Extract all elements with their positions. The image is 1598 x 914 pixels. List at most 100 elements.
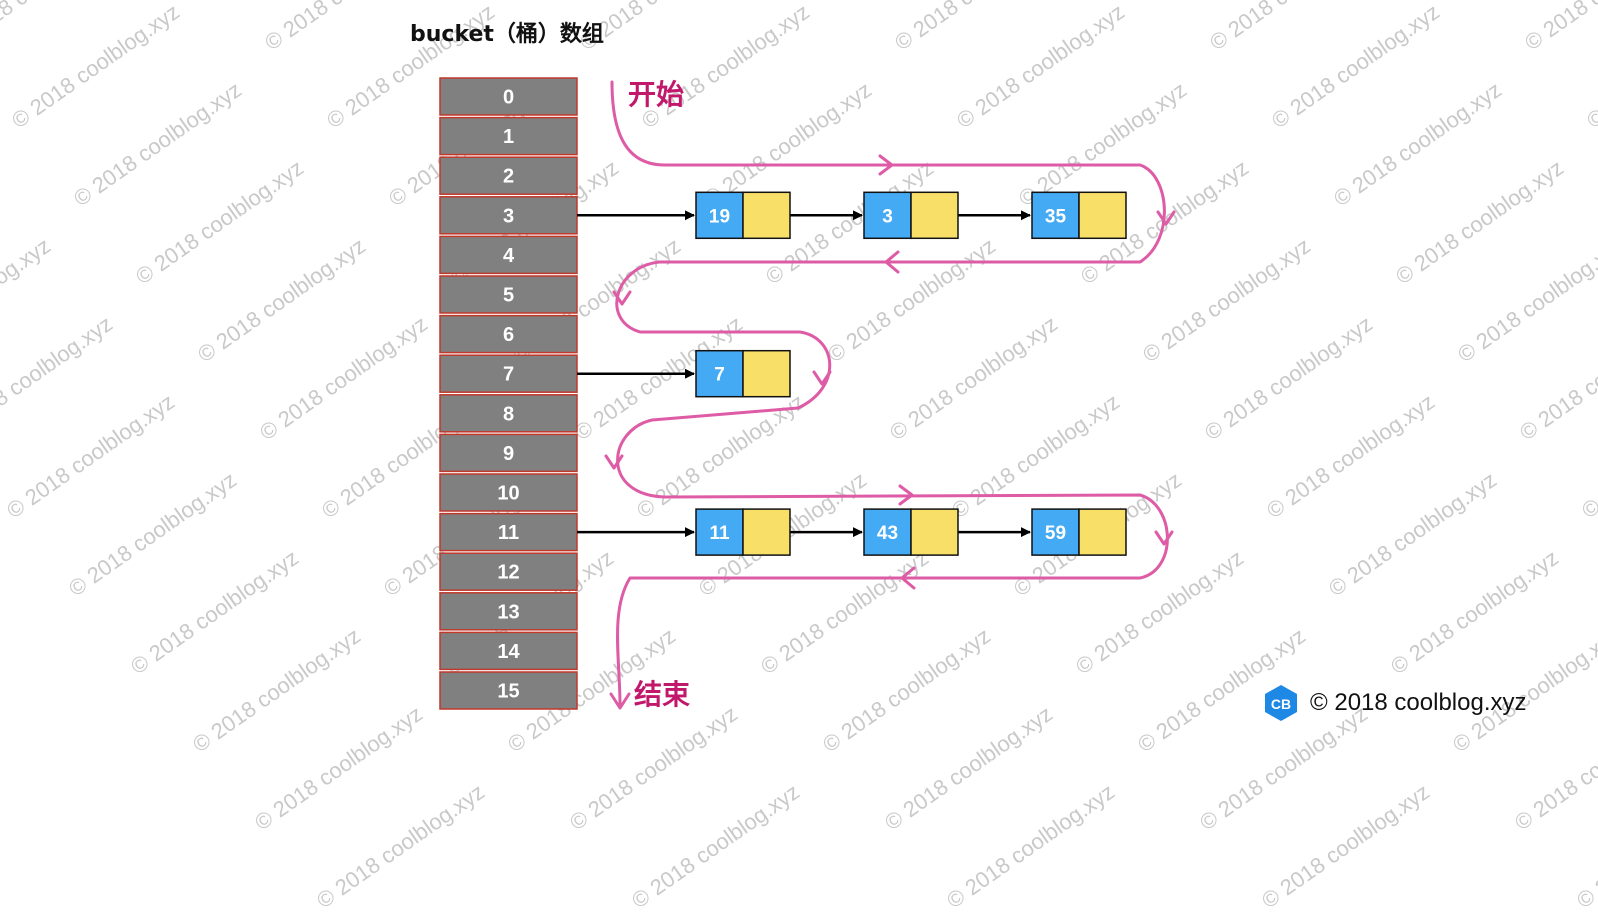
bucket-cell xyxy=(439,394,578,433)
bucket-index-label: 11 xyxy=(498,522,519,544)
bucket-slot: 10 xyxy=(439,473,578,512)
bucket-cell xyxy=(439,354,578,393)
bucket-index-label: 0 xyxy=(503,87,514,109)
node-key-cell xyxy=(695,191,744,240)
watermark-text: © 2018 coolblog.xyz xyxy=(312,778,489,914)
node-value-cell xyxy=(742,508,791,556)
bucket-cell xyxy=(439,631,578,671)
bucket-index-label: 12 xyxy=(497,562,519,584)
chain-node: 7 xyxy=(695,349,791,398)
bucket-index-label: 13 xyxy=(497,601,519,623)
bucket-slot: 6 xyxy=(439,314,578,354)
arrow-head-down-2 xyxy=(612,290,632,306)
node-key-cell xyxy=(695,349,744,398)
chain-node: 11 xyxy=(695,508,791,556)
arrow-head-down-3 xyxy=(812,370,832,386)
bucket-index-label: 6 xyxy=(503,324,514,346)
bucket-cell xyxy=(439,671,578,710)
bucket-cell xyxy=(439,512,578,552)
bucket-slot: 14 xyxy=(439,631,578,671)
bucket-slot: 8 xyxy=(439,394,578,433)
coolblog-logo-icon: CB xyxy=(1265,685,1297,721)
bucket-cell xyxy=(439,473,578,512)
bucket-slot: 7 xyxy=(439,354,578,393)
chain-node: 3 xyxy=(863,191,959,240)
arrow-head-down-end xyxy=(609,692,631,710)
bucket-slot: 4 xyxy=(439,235,578,275)
bucket-cell xyxy=(439,275,578,314)
node-key-label: 3 xyxy=(882,206,893,227)
bucket-slot: 3 xyxy=(439,196,578,235)
chain-node: 35 xyxy=(1031,191,1127,240)
bucket-index-label: 15 xyxy=(497,681,519,703)
bucket-slot: 9 xyxy=(439,433,578,473)
chain-nodes: 19 3 35 7 11 43 59 xyxy=(695,191,1127,556)
bucket-index-label: 7 xyxy=(503,364,514,386)
traversal-path: 开始 结束 xyxy=(604,78,1176,711)
arrow-head-left-1 xyxy=(884,250,900,274)
arrow-head-right-1 xyxy=(878,154,894,176)
bucket-slot: 0 xyxy=(439,77,578,116)
end-label: 结束 xyxy=(634,678,690,711)
chain-node: 19 xyxy=(695,191,791,240)
arrow-head-left-2 xyxy=(900,566,916,590)
bucket-cell xyxy=(439,592,578,631)
bucket-cell xyxy=(439,314,578,354)
bucket-cell xyxy=(439,116,578,156)
watermark-text: © 2018 coolblog.xyz xyxy=(1257,778,1434,914)
bucket-index-label: 2 xyxy=(503,166,514,188)
bucket-slot: 15 xyxy=(439,671,578,710)
node-key-cell xyxy=(1031,191,1080,240)
bucket-index-label: 10 xyxy=(497,483,519,505)
bucket-slot: 2 xyxy=(439,156,578,195)
footer-brand: CB © 2018 coolblog.xyz xyxy=(1262,684,1526,722)
bucket-index-label: 3 xyxy=(503,205,514,227)
node-value-cell xyxy=(910,191,959,240)
arrow-head-down-1 xyxy=(1156,210,1176,226)
bucket-index-label: 14 xyxy=(497,641,520,663)
node-key-label: 19 xyxy=(709,206,730,227)
bucket-slot: 5 xyxy=(439,275,578,314)
arrow-head-right-2 xyxy=(898,484,914,506)
node-key-label: 43 xyxy=(877,523,898,544)
bucket-index-label: 5 xyxy=(503,285,514,307)
node-key-label: 11 xyxy=(709,523,730,544)
bucket-cell xyxy=(439,433,578,473)
chain-links xyxy=(577,210,1031,538)
node-key-label: 7 xyxy=(714,365,725,386)
node-key-cell xyxy=(695,508,744,556)
bucket-cell xyxy=(439,235,578,275)
bucket-slot: 13 xyxy=(439,592,578,631)
node-value-cell xyxy=(742,191,791,240)
bucket-index-label: 8 xyxy=(503,403,514,425)
chain-node: 59 xyxy=(1031,508,1127,556)
watermark-text: © 2018 coolblog.xyz xyxy=(627,778,804,914)
bucket-cell xyxy=(439,77,578,116)
chain-node: 43 xyxy=(863,508,959,556)
node-key-label: 59 xyxy=(1045,523,1066,544)
node-value-cell xyxy=(1078,191,1127,240)
node-key-cell xyxy=(863,191,912,240)
bucket-index-label: 4 xyxy=(503,245,515,267)
node-key-label: 35 xyxy=(1045,206,1067,227)
bucket-slot: 11 xyxy=(439,512,578,552)
footer-copyright: © 2018 coolblog.xyz xyxy=(1310,689,1527,716)
bucket-index-label: 1 xyxy=(503,126,514,148)
bucket-cell xyxy=(439,196,578,235)
start-label: 开始 xyxy=(628,78,684,111)
bucket-slot: 12 xyxy=(439,552,578,591)
logo-text: CB xyxy=(1271,696,1291,712)
bucket-index-label: 9 xyxy=(503,443,514,465)
watermark-text: © 2018 coolblog.xyz xyxy=(942,778,1119,914)
watermark-text: © 2018 coolblog.xyz xyxy=(1572,779,1598,914)
bucket-slot: 1 xyxy=(439,116,578,156)
node-value-cell xyxy=(742,349,791,398)
node-value-cell xyxy=(1078,508,1127,556)
traversal-arrow-heads xyxy=(604,154,1176,710)
bucket-cell xyxy=(439,552,578,591)
bucket-cell xyxy=(439,156,578,195)
node-value-cell xyxy=(910,508,959,556)
arrow-head-down-5 xyxy=(1154,530,1174,546)
